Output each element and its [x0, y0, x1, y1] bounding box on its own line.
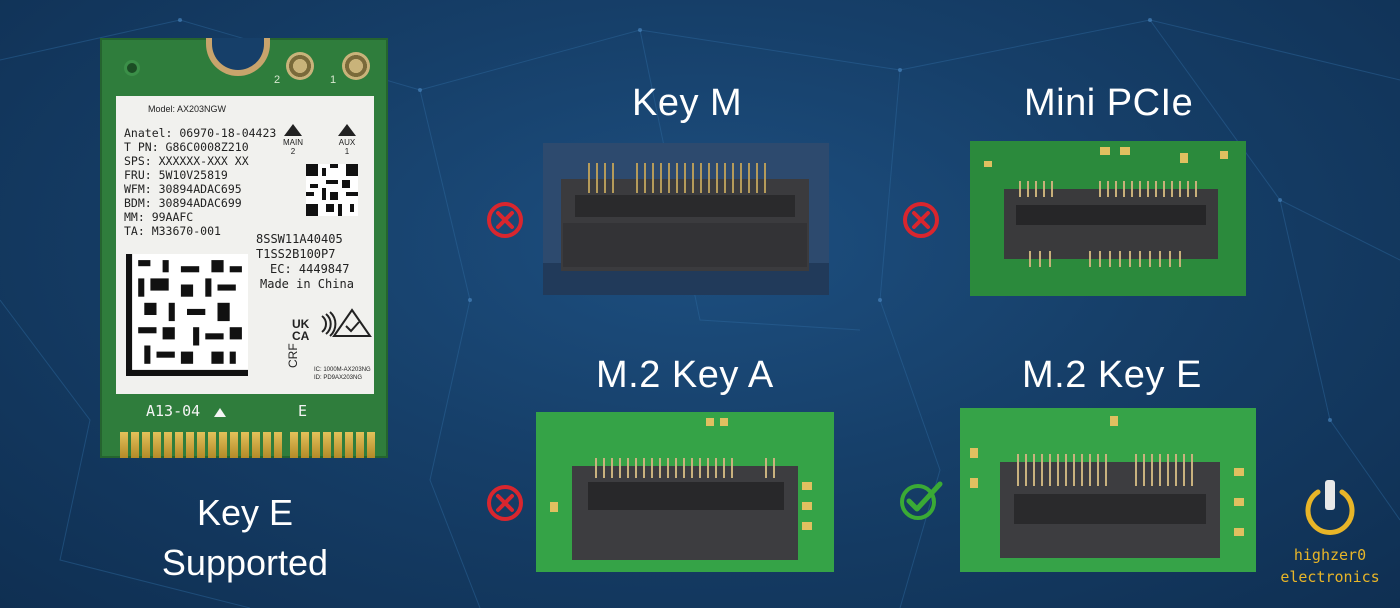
spec-line: Anatel: 06970-18-04423: [124, 126, 277, 140]
main-triangle-icon: [284, 124, 302, 136]
antenna-2-label: 2: [274, 74, 281, 86]
power-icon: [1305, 480, 1355, 535]
spec-line: T PN: G86C0008Z210: [124, 140, 249, 154]
edge-connector-pins-right: [290, 432, 375, 458]
right-line: Made in China: [260, 277, 354, 291]
id-line: ID: PD9AX203NG: [314, 375, 363, 381]
data-matrix-code-icon: [126, 254, 248, 376]
aux-label: AUX 1: [338, 138, 356, 156]
spec-line: TA: M33670-001: [124, 224, 221, 238]
card-label-sticker: Model: AX203NGW Anatel: 06970-18-04423 T…: [116, 96, 374, 394]
spec-line: SPS: XXXXXX-XXX XX: [124, 154, 249, 168]
sticker-right-block: 8SSW11A40405 T1SS2B100P7 EC: 4449847 Mad…: [256, 232, 354, 292]
card-caption: Key E Supported: [120, 488, 370, 588]
check-icon: [900, 481, 943, 520]
spec-line: FRU: 5W10V25819: [124, 168, 228, 182]
certification-marks-icon: [321, 308, 372, 337]
model-text: Model: AX203NGW: [148, 104, 227, 114]
main-label: MAIN 2: [283, 138, 303, 156]
right-line: EC: 4449847: [270, 262, 350, 276]
title-mini-pcie: Mini PCIe: [1024, 82, 1194, 124]
cross-icon: [487, 485, 523, 521]
caption-supported: Supported: [161, 542, 329, 583]
crf-text: CRF: [286, 343, 300, 368]
cross-icon: [903, 202, 939, 238]
highzero-logo: highzer0 electronics: [1268, 478, 1392, 596]
logo-line-1: highzer0: [1293, 546, 1367, 564]
ic-line: IC: 1000M-AX203NG: [314, 367, 371, 373]
aux-triangle-icon: [338, 124, 356, 136]
edge-connector-pins-left: [120, 432, 282, 458]
title-key-m: Key M: [632, 82, 743, 124]
ic-id-text: IC: 1000M-AX203NG ID: PD9AX203NG: [314, 366, 371, 382]
spec-line: WFM: 30894ADAC695: [124, 182, 242, 196]
card-key-letter: E: [298, 402, 308, 420]
mini-pcie-slot-photo: [970, 141, 1246, 296]
spec-line: MM: 99AAFC: [124, 210, 194, 224]
spec-line: BDM: 30894ADAC699: [124, 196, 242, 210]
card-mount-hole: [124, 60, 140, 76]
card-notch: [206, 38, 270, 76]
small-qr-code-icon: [306, 164, 358, 216]
sticker-spec-lines: Anatel: 06970-18-04423 T PN: G86C0008Z21…: [124, 126, 276, 238]
cross-icon: [487, 202, 523, 238]
title-m2-key-a: M.2 Key A: [596, 354, 774, 396]
title-m2-key-e: M.2 Key E: [1022, 354, 1202, 396]
ukca-text: UK CA: [292, 317, 310, 343]
wifi-card: 2 1 Model: AX203NGW Anatel: 06970-18-044…: [100, 38, 388, 458]
m2-key-e-slot-photo: [960, 408, 1256, 572]
card-part-code: A13-04: [146, 402, 201, 420]
caption-key-e: Key E: [196, 492, 294, 533]
card-triangle-icon: [214, 408, 226, 417]
antenna-connector-2: [286, 52, 314, 80]
right-line: 8SSW11A40405: [256, 232, 343, 246]
logo-line-2: electronics: [1280, 568, 1380, 586]
m2-key-a-slot-photo: [536, 412, 834, 572]
antenna-connector-1: [342, 52, 370, 80]
key-m-slot-photo: [543, 143, 829, 295]
right-line: T1SS2B100P7: [256, 247, 336, 261]
antenna-1-label: 1: [330, 74, 337, 86]
